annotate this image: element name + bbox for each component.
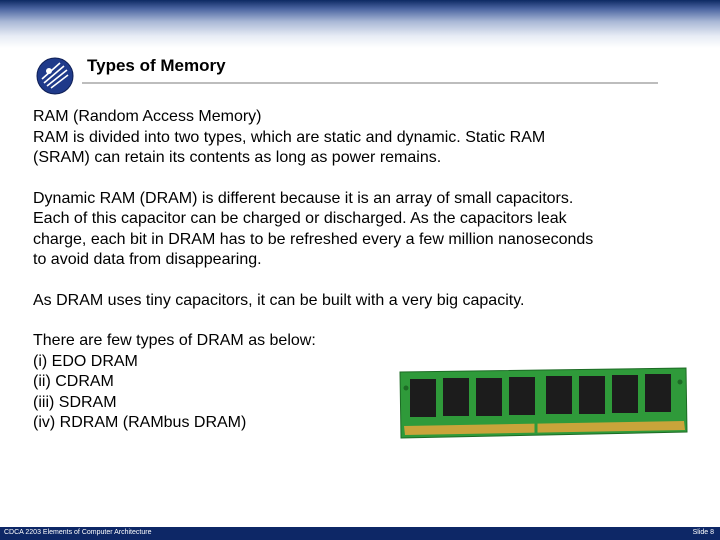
slide-body: RAM (Random Access Memory) RAM is divide… xyxy=(33,107,693,434)
footer-bar: CDCA 2203 Elements of Computer Architect… xyxy=(0,527,720,540)
paragraph-2-line-2: Each of this capacitor can be charged or… xyxy=(33,210,567,227)
list-item: (i) EDO DRAM xyxy=(33,352,138,370)
section-heading: RAM (Random Access Memory) xyxy=(33,108,262,125)
university-logo-icon xyxy=(36,57,74,95)
header-gradient-band xyxy=(0,0,720,48)
slide-title: Types of Memory xyxy=(87,56,226,75)
list-item: (iv) RDRAM (RAMbus DRAM) xyxy=(33,414,247,431)
list-intro: There are few types of DRAM as below: xyxy=(33,332,316,349)
paragraph-2-line-1: Dynamic RAM (DRAM) is different because … xyxy=(33,189,574,207)
paragraph-2-line-4: to avoid data from disappearing. xyxy=(33,251,262,268)
footer-course-title: CDCA 2203 Elements of Computer Architect… xyxy=(4,529,152,536)
paragraph-2-line-3: charge, each bit in DRAM has to be refre… xyxy=(33,230,594,248)
paragraph-1-line-2: (SRAM) can retain its contents as long a… xyxy=(33,149,442,166)
paragraph-3: As DRAM uses tiny capacitors, it can be … xyxy=(33,291,525,309)
list-item: (iii) SDRAM xyxy=(33,393,117,411)
ram-module-image xyxy=(399,367,688,439)
paragraph-1-line-1: RAM is divided into two types, which are… xyxy=(33,128,546,146)
list-item: (ii) CDRAM xyxy=(33,373,114,390)
title-divider xyxy=(82,82,658,84)
slide-number: Slide 8 xyxy=(692,529,714,536)
